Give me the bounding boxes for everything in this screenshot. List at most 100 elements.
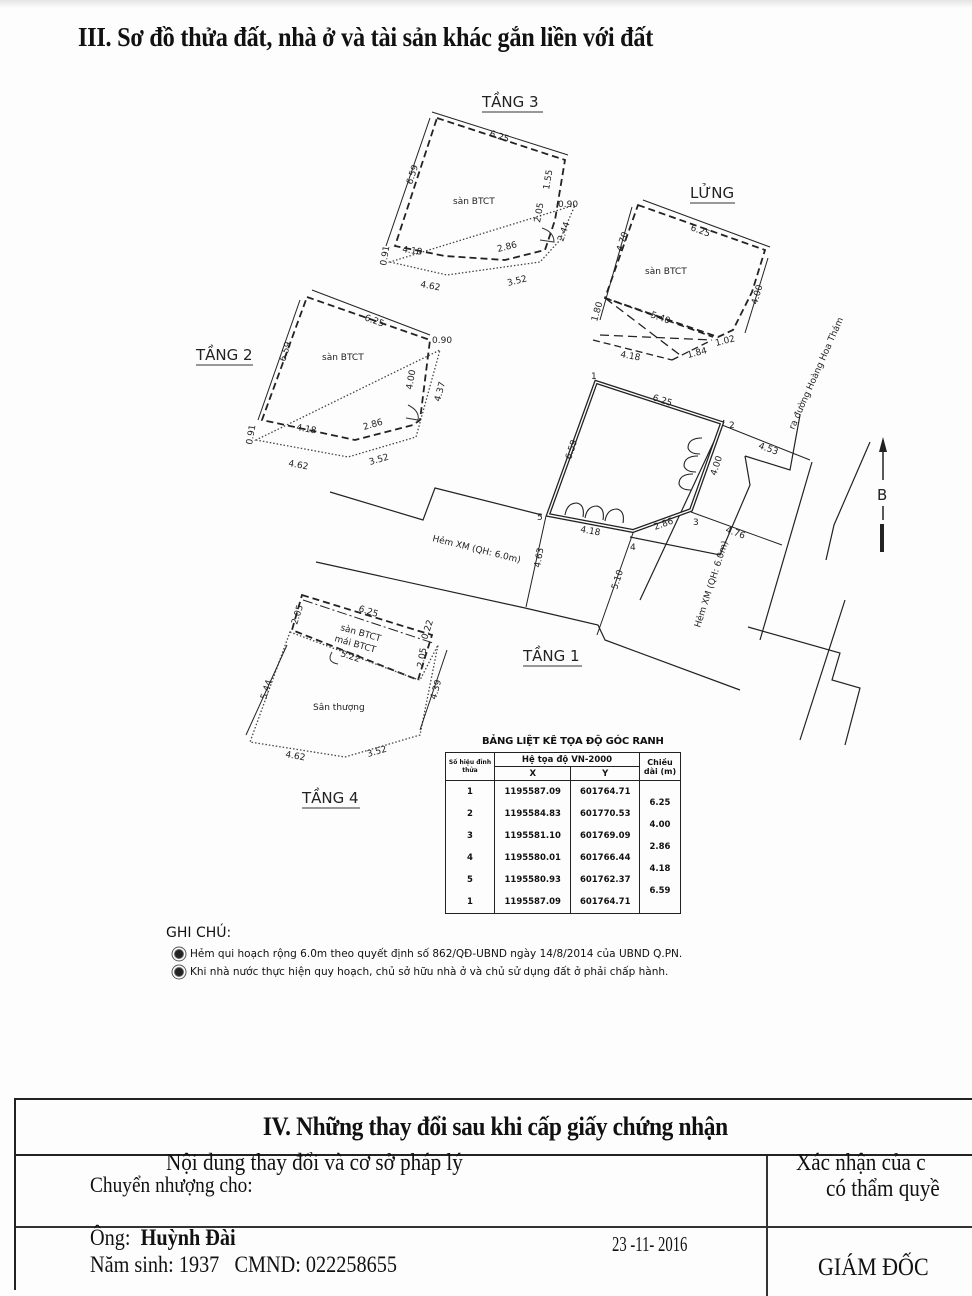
- svg-text:2.05: 2.05: [290, 604, 306, 626]
- owner-line: Ông: Huỳnh Đài: [90, 1225, 236, 1250]
- owner-name: Huỳnh Đài: [140, 1225, 236, 1250]
- notes-section: GHI CHÚ: Hẻm qui hoạch rộng 6.0m theo qu…: [166, 925, 682, 981]
- svg-text:4.18: 4.18: [619, 350, 641, 363]
- svg-text:4.39: 4.39: [429, 679, 444, 701]
- north-arrow-icon: B: [877, 437, 887, 552]
- svg-text:sàn BTCT: sàn BTCT: [645, 267, 687, 277]
- header-x: X: [493, 766, 572, 781]
- transfer-label: Chuyển nhượng cho:: [90, 1172, 253, 1197]
- svg-text:5.10: 5.10: [610, 569, 626, 591]
- svg-text:0.90: 0.90: [558, 200, 578, 210]
- svg-text:1.84: 1.84: [686, 346, 708, 361]
- section-iii-title: III. Sơ đồ thửa đất, nhà ở và tài sản kh…: [78, 22, 654, 52]
- svg-text:6.25: 6.25: [363, 313, 385, 329]
- svg-text:4.62: 4.62: [287, 459, 308, 472]
- svg-text:3.52: 3.52: [368, 453, 390, 468]
- svg-text:3.52: 3.52: [506, 274, 528, 289]
- svg-text:3.52: 3.52: [366, 745, 388, 760]
- svg-text:4.00: 4.00: [405, 369, 418, 391]
- svg-text:4.53: 4.53: [757, 441, 779, 457]
- svg-text:2.44: 2.44: [556, 221, 572, 244]
- svg-text:1.80: 1.80: [590, 301, 605, 323]
- header-y: Y: [570, 766, 640, 781]
- svg-text:4.18: 4.18: [295, 423, 317, 436]
- vertex-column: 1 2 3 4 5 1: [445, 780, 495, 914]
- x-column: 1195587.09 1195584.83 1195581.10 1195580…: [493, 780, 572, 914]
- svg-text:6.25: 6.25: [488, 129, 510, 145]
- svg-text:5: 5: [537, 513, 543, 523]
- svg-text:2.05: 2.05: [416, 647, 429, 668]
- floor-tang4: 6.25 2.05 0.22 2.05 5.22 5.44 4.39 4.62 …: [245, 593, 448, 809]
- floor-tang1: 1 2 3 4 5 6.25 6.59 4.00 2.86 4.18 4.53 …: [315, 316, 871, 746]
- svg-text:2.86: 2.86: [653, 516, 676, 532]
- svg-text:4.00: 4.00: [750, 284, 765, 306]
- svg-text:2.05: 2.05: [533, 202, 546, 223]
- birth-id-line: Năm sinh: 1937 CMND: 022258655: [90, 1252, 397, 1277]
- header-system: Hệ tọa độ VN-2000: [494, 752, 640, 767]
- top-shadow: [0, 0, 972, 8]
- svg-text:6.25: 6.25: [651, 393, 673, 409]
- svg-text:4.70: 4.70: [615, 231, 631, 253]
- road-label: ra đường Hoàng Hoa Thám: [787, 316, 846, 431]
- svg-text:3: 3: [693, 518, 699, 528]
- svg-text:4.00: 4.00: [709, 455, 725, 477]
- svg-text:4.62: 4.62: [284, 750, 305, 763]
- note-item: Khi nhà nước thực hiện quy hoạch, chủ sở…: [174, 963, 682, 981]
- svg-text:1: 1: [591, 372, 597, 382]
- notes-title: GHI CHÚ:: [166, 925, 232, 941]
- column-header-confirm: Xác nhận của c: [796, 1150, 926, 1176]
- plot-diagram: TẦNG 3 6.25 6.59 1.55 0.90 2.05 2.44 4.1…: [195, 90, 887, 809]
- header-vertex: Số hiệu đỉnh thửa: [445, 752, 495, 781]
- svg-text:6.59: 6.59: [278, 341, 294, 363]
- bullet-icon: [174, 949, 184, 959]
- svg-text:1.02: 1.02: [714, 334, 736, 349]
- svg-text:6.59: 6.59: [564, 439, 580, 461]
- floor-label-tang3: TẦNG 3: [481, 90, 539, 111]
- length-column: 6.25 4.00 2.86 4.18 6.59: [639, 780, 681, 914]
- svg-text:0.91: 0.91: [379, 245, 392, 266]
- floor-lung: LỬNG 6.25 4.70 4.00 1.80 5.40 4.18 1.84 …: [590, 182, 771, 363]
- svg-text:5.44: 5.44: [259, 679, 275, 701]
- svg-text:4.37: 4.37: [433, 381, 448, 403]
- svg-text:2: 2: [729, 421, 735, 431]
- svg-text:Sân thượng: Sân thượng: [313, 703, 365, 713]
- svg-text:1.55: 1.55: [542, 169, 555, 190]
- svg-text:5.22: 5.22: [339, 649, 361, 665]
- floor-label-tang4: TẦNG 4: [301, 786, 359, 807]
- floor-tang2: TẦNG 2 6.25 6.59 0.90 4.00 4.37 4.18 2.8…: [195, 289, 452, 472]
- column-header-content: Nội dung thay đổi và cơ sở pháp lý: [166, 1150, 463, 1176]
- svg-text:2.86: 2.86: [362, 418, 384, 433]
- svg-text:4.18: 4.18: [402, 245, 424, 258]
- svg-text:4.62: 4.62: [419, 280, 440, 293]
- floor-label-lung: LỬNG: [690, 182, 734, 202]
- section-iv-title: IV. Những thay đổi sau khi cấp giấy chứn…: [16, 1100, 972, 1156]
- svg-text:0.91: 0.91: [245, 424, 258, 445]
- svg-text:4.63: 4.63: [533, 547, 546, 568]
- svg-text:4.18: 4.18: [579, 525, 601, 538]
- svg-text:2.86: 2.86: [496, 240, 518, 255]
- column-header-confirm-2: có thẩm quyề: [826, 1176, 940, 1202]
- bullet-icon: [174, 967, 184, 977]
- svg-text:sàn BTCT: sàn BTCT: [453, 197, 495, 207]
- stamp-date: 23 -11- 2016: [612, 1232, 688, 1256]
- signer-title: GIÁM ĐỐC: [818, 1254, 929, 1281]
- svg-text:5.40: 5.40: [649, 310, 672, 326]
- svg-text:sàn BTCT: sàn BTCT: [322, 353, 364, 363]
- y-column: 601764.71 601770.53 601769.09 601766.44 …: [570, 780, 640, 914]
- coordinate-table-title: BẢNG LIỆT KÊ TỌA ĐỘ GÓC RANH: [482, 736, 664, 747]
- section-iv-table: IV. Những thay đổi sau khi cấp giấy chứn…: [14, 1098, 972, 1296]
- coordinate-table: Số hiệu đỉnh thửa Hệ tọa độ VN-2000 Chiề…: [445, 752, 681, 914]
- alley-left-label: Hẻm XM (QH: 6.0m): [431, 533, 522, 566]
- row-divider: [16, 1226, 972, 1228]
- note-item: Hẻm qui hoạch rộng 6.0m theo quyết định …: [174, 945, 682, 963]
- header-length: Chiều dài (m): [639, 752, 681, 781]
- svg-text:B: B: [877, 486, 887, 504]
- svg-text:6.25: 6.25: [357, 604, 379, 620]
- floor-tang3: TẦNG 3 6.25 6.59 1.55 0.90 2.05 2.44 4.1…: [379, 90, 578, 293]
- svg-text:0.90: 0.90: [432, 336, 452, 346]
- svg-text:4: 4: [630, 543, 636, 553]
- floor-label-tang2: TẦNG 2: [195, 343, 253, 364]
- floor-label-tang1: TẦNG 1: [522, 644, 580, 665]
- svg-text:0.22: 0.22: [420, 619, 436, 641]
- svg-text:6.25: 6.25: [689, 223, 711, 239]
